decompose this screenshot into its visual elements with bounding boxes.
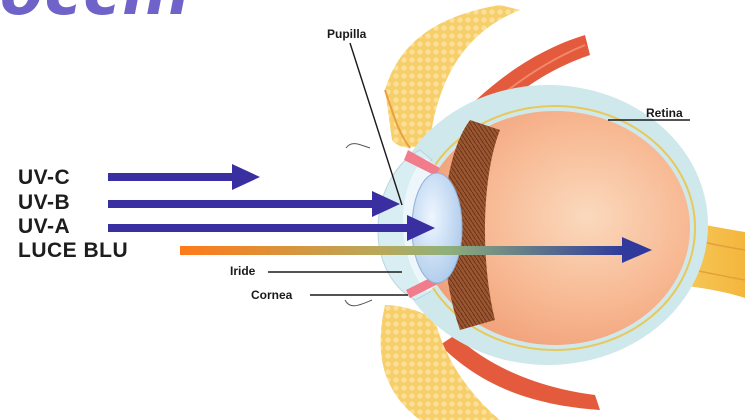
uvc-ray	[108, 164, 260, 190]
uva-label: UV-A	[18, 216, 70, 238]
uvc-label: UV-C	[18, 167, 70, 189]
uvb-ray	[108, 191, 400, 217]
iris-label: Iride	[230, 264, 255, 278]
cornea-label: Cornea	[251, 288, 292, 302]
arrow-right-icon	[232, 164, 260, 190]
pupil-label: Pupilla	[327, 27, 366, 41]
uvb-label: UV-B	[18, 192, 70, 214]
blue-light-label: LUCE BLU	[18, 240, 128, 262]
retina-label: Retina	[646, 106, 683, 120]
